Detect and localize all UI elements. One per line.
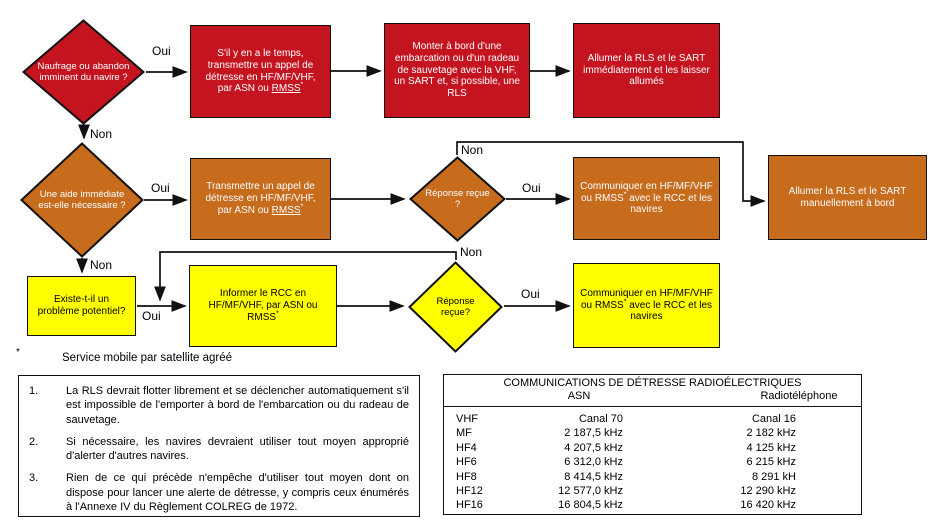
decision-abandon-ship-text: Naufrage ou abandon imminent du navire ? xyxy=(37,60,130,83)
flow-box-communicate-rcc-text: Communiquer en HF/MF/VHF ou RMSS* avec l… xyxy=(580,181,713,216)
flow-box-potential-problem: Existe-t-il un problème potentiel? xyxy=(27,276,136,336)
cell-radio: 16 420 kHz xyxy=(740,499,796,512)
cell-band: MF xyxy=(456,427,472,440)
edge-label-non: Non xyxy=(461,143,484,157)
rmss-asterisk: * xyxy=(623,298,627,306)
cell-asn: 2 187,5 kHz xyxy=(564,427,623,440)
decision-immediate-assistance-text: Une aide immédiate est-elle nécessaire ? xyxy=(38,188,126,211)
column-header-radiotelephone: Radiotéléphone xyxy=(760,390,838,402)
table-row: HF16 16 804,5 kHz 16 420 kHz xyxy=(444,498,861,512)
flow-box-inform-rcc: Informer le RCC en HF/MF/VHF, par ASN ou… xyxy=(189,265,337,347)
cell-band: HF16 xyxy=(456,499,483,512)
note-number: 2. xyxy=(29,435,39,448)
table-row: HF8 8 414,5 kHz 8 291 kH xyxy=(444,470,861,484)
note-item: 2. Si nécessaire, les navires devraient … xyxy=(19,435,409,464)
flow-box-switch-on-manually: Allumer la RLS et le SART manuellement à… xyxy=(768,155,927,240)
edge-label-oui: Oui xyxy=(522,181,541,195)
note-text: La RLS devrait flotter librement et se d… xyxy=(66,385,409,426)
decision-response-received-mf: Réponse reçue ? xyxy=(409,156,506,242)
edge-label-oui: Oui xyxy=(152,44,171,58)
cell-radio: 12 290 kHz xyxy=(740,485,796,498)
text-part: Informer le RCC en HF/MF/VHF, par ASN ou… xyxy=(208,288,318,323)
flow-box-transmit-if-time-text: S'il y en a le temps, transmettre un app… xyxy=(197,48,324,95)
cell-band: HF8 xyxy=(456,470,477,483)
cell-asn: Canal 70 xyxy=(578,413,623,425)
footnote-asterisk: * xyxy=(16,347,20,358)
flow-box-transmit-if-time: S'il y en a le temps, transmettre un app… xyxy=(190,25,331,118)
column-header-asn: ASN xyxy=(567,390,591,402)
flow-box-switch-on-epirb-sart: Allumer la RLS et le SART immédiatement … xyxy=(573,23,720,118)
cell-radio: 2 182 kHz xyxy=(746,427,796,440)
table-body: VHF Canal 70 Canal 16 MF 2 187,5 kHz 2 182 k… xyxy=(444,407,861,513)
decision-response-received-mf-text: Réponse reçue ? xyxy=(425,187,490,210)
cell-asn: 6 312,0 kHz xyxy=(564,456,623,469)
flow-box-transmit-distress-text: Transmettre un appel de détresse en HF/M… xyxy=(197,181,324,216)
text-part: Communiquer en HF/MF/VHF ou RMSS xyxy=(580,287,713,311)
rmss-underlined: RMSS xyxy=(271,204,301,216)
flow-box-switch-on-epirb-sart-text: Allumer la RLS et le SART immédiatement … xyxy=(583,52,710,88)
cell-radio: 4 125 kHz xyxy=(746,441,796,454)
note-text: Rien de ce qui précède n'empêche d'utili… xyxy=(66,472,409,514)
notes-panel: 1. La RLS devrait flotter librement et s… xyxy=(18,375,420,517)
decision-response-received-rcc-text: Réponse reçue? xyxy=(436,295,475,318)
edge-label-oui: Oui xyxy=(521,287,540,301)
decision-response-received-rcc: Réponse reçue? xyxy=(408,261,503,353)
cell-asn: 8 414,5 kHz xyxy=(564,470,623,483)
footnote-text: Service mobile par satellite agréé xyxy=(62,352,233,364)
cell-radio: Canal 16 xyxy=(751,413,796,425)
cell-radio: 8 291 kH xyxy=(751,470,796,483)
cell-band: HF12 xyxy=(456,485,483,498)
note-item: 1. La RLS devrait flotter librement et s… xyxy=(19,384,409,427)
cell-asn: 12 577,0 kHz xyxy=(558,485,623,498)
flow-box-communicate-rcc-yellow-text: Communiquer en HF/MF/VHF ou RMSS* avec l… xyxy=(580,288,713,323)
rmss-asterisk: * xyxy=(276,310,279,318)
table-row: HF12 12 577,0 kHz 12 290 kHz xyxy=(444,484,861,498)
flow-box-potential-problem-text: Existe-t-il un problème potentiel? xyxy=(37,294,126,317)
cell-band: VHF xyxy=(456,413,478,425)
flow-box-communicate-rcc-yellow: Communiquer en HF/MF/VHF ou RMSS* avec l… xyxy=(573,263,720,348)
rmss-underlined: RMSS xyxy=(271,83,301,95)
flow-box-switch-on-manually-text: Allumer la RLS et le SART manuellement à… xyxy=(788,185,907,209)
text-part: avec le RCC et les navires xyxy=(626,299,713,323)
edge-label-non: Non xyxy=(90,258,113,272)
rmss-asterisk: * xyxy=(300,203,304,211)
cell-band: HF6 xyxy=(456,456,477,469)
rmss-asterisk: * xyxy=(300,81,304,89)
flow-box-transmit-distress: Transmettre un appel de détresse en HF/M… xyxy=(190,158,331,240)
edge-label-oui: Oui xyxy=(151,181,170,195)
rmss-asterisk: * xyxy=(623,191,627,199)
edge-label-non: Non xyxy=(90,127,113,141)
note-item: 3. Rien de ce qui précède n'empêche d'ut… xyxy=(19,471,409,514)
table-row: HF6 6 312,0 kHz 6 215 kHz xyxy=(444,455,861,469)
table-row: MF 2 187,5 kHz 2 182 kHz xyxy=(444,426,861,440)
cell-band: HF4 xyxy=(456,441,477,454)
distress-frequencies-table: COMMUNICATIONS DE DÉTRESSE RADIOÉLECTRIQ… xyxy=(443,374,862,515)
flow-box-inform-rcc-text: Informer le RCC en HF/MF/VHF, par ASN ou… xyxy=(196,288,330,323)
flow-box-board-survival-craft-text: Monter à bord d'une embarcation ou d'un … xyxy=(394,41,520,100)
text-part: Communiquer en HF/MF/VHF ou RMSS xyxy=(580,180,713,204)
decision-abandon-ship: Naufrage ou abandon imminent du navire ? xyxy=(22,19,145,125)
table-row: HF4 4 207,5 kHz 4 125 kHz xyxy=(444,441,861,455)
note-number: 1. xyxy=(29,385,39,397)
text-part: avec le RCC et les navires xyxy=(626,192,713,216)
table-title: COMMUNICATIONS DE DÉTRESSE RADIOÉLECTRIQ… xyxy=(503,377,802,389)
table-header: COMMUNICATIONS DE DÉTRESSE RADIOÉLECTRIQ… xyxy=(444,375,861,407)
cell-asn: 16 804,5 kHz xyxy=(558,499,623,512)
cell-radio: 6 215 kHz xyxy=(746,456,796,469)
table-row: VHF Canal 70 Canal 16 xyxy=(444,412,861,426)
flow-box-board-survival-craft: Monter à bord d'une embarcation ou d'un … xyxy=(384,23,530,118)
note-text: Si nécessaire, les navires devraient uti… xyxy=(66,435,409,463)
edge-label-non: Non xyxy=(460,245,483,259)
decision-immediate-assistance: Une aide immédiate est-elle nécessaire ? xyxy=(20,142,144,258)
text-part: S'il y en a le temps, transmettre un app… xyxy=(205,47,316,95)
note-number: 3. xyxy=(29,472,39,485)
edge-label-oui: Oui xyxy=(142,309,161,323)
cell-asn: 4 207,5 kHz xyxy=(564,441,623,454)
flow-box-communicate-rcc: Communiquer en HF/MF/VHF ou RMSS* avec l… xyxy=(573,157,720,240)
text-part: Transmettre un appel de détresse en HF/M… xyxy=(205,181,316,216)
